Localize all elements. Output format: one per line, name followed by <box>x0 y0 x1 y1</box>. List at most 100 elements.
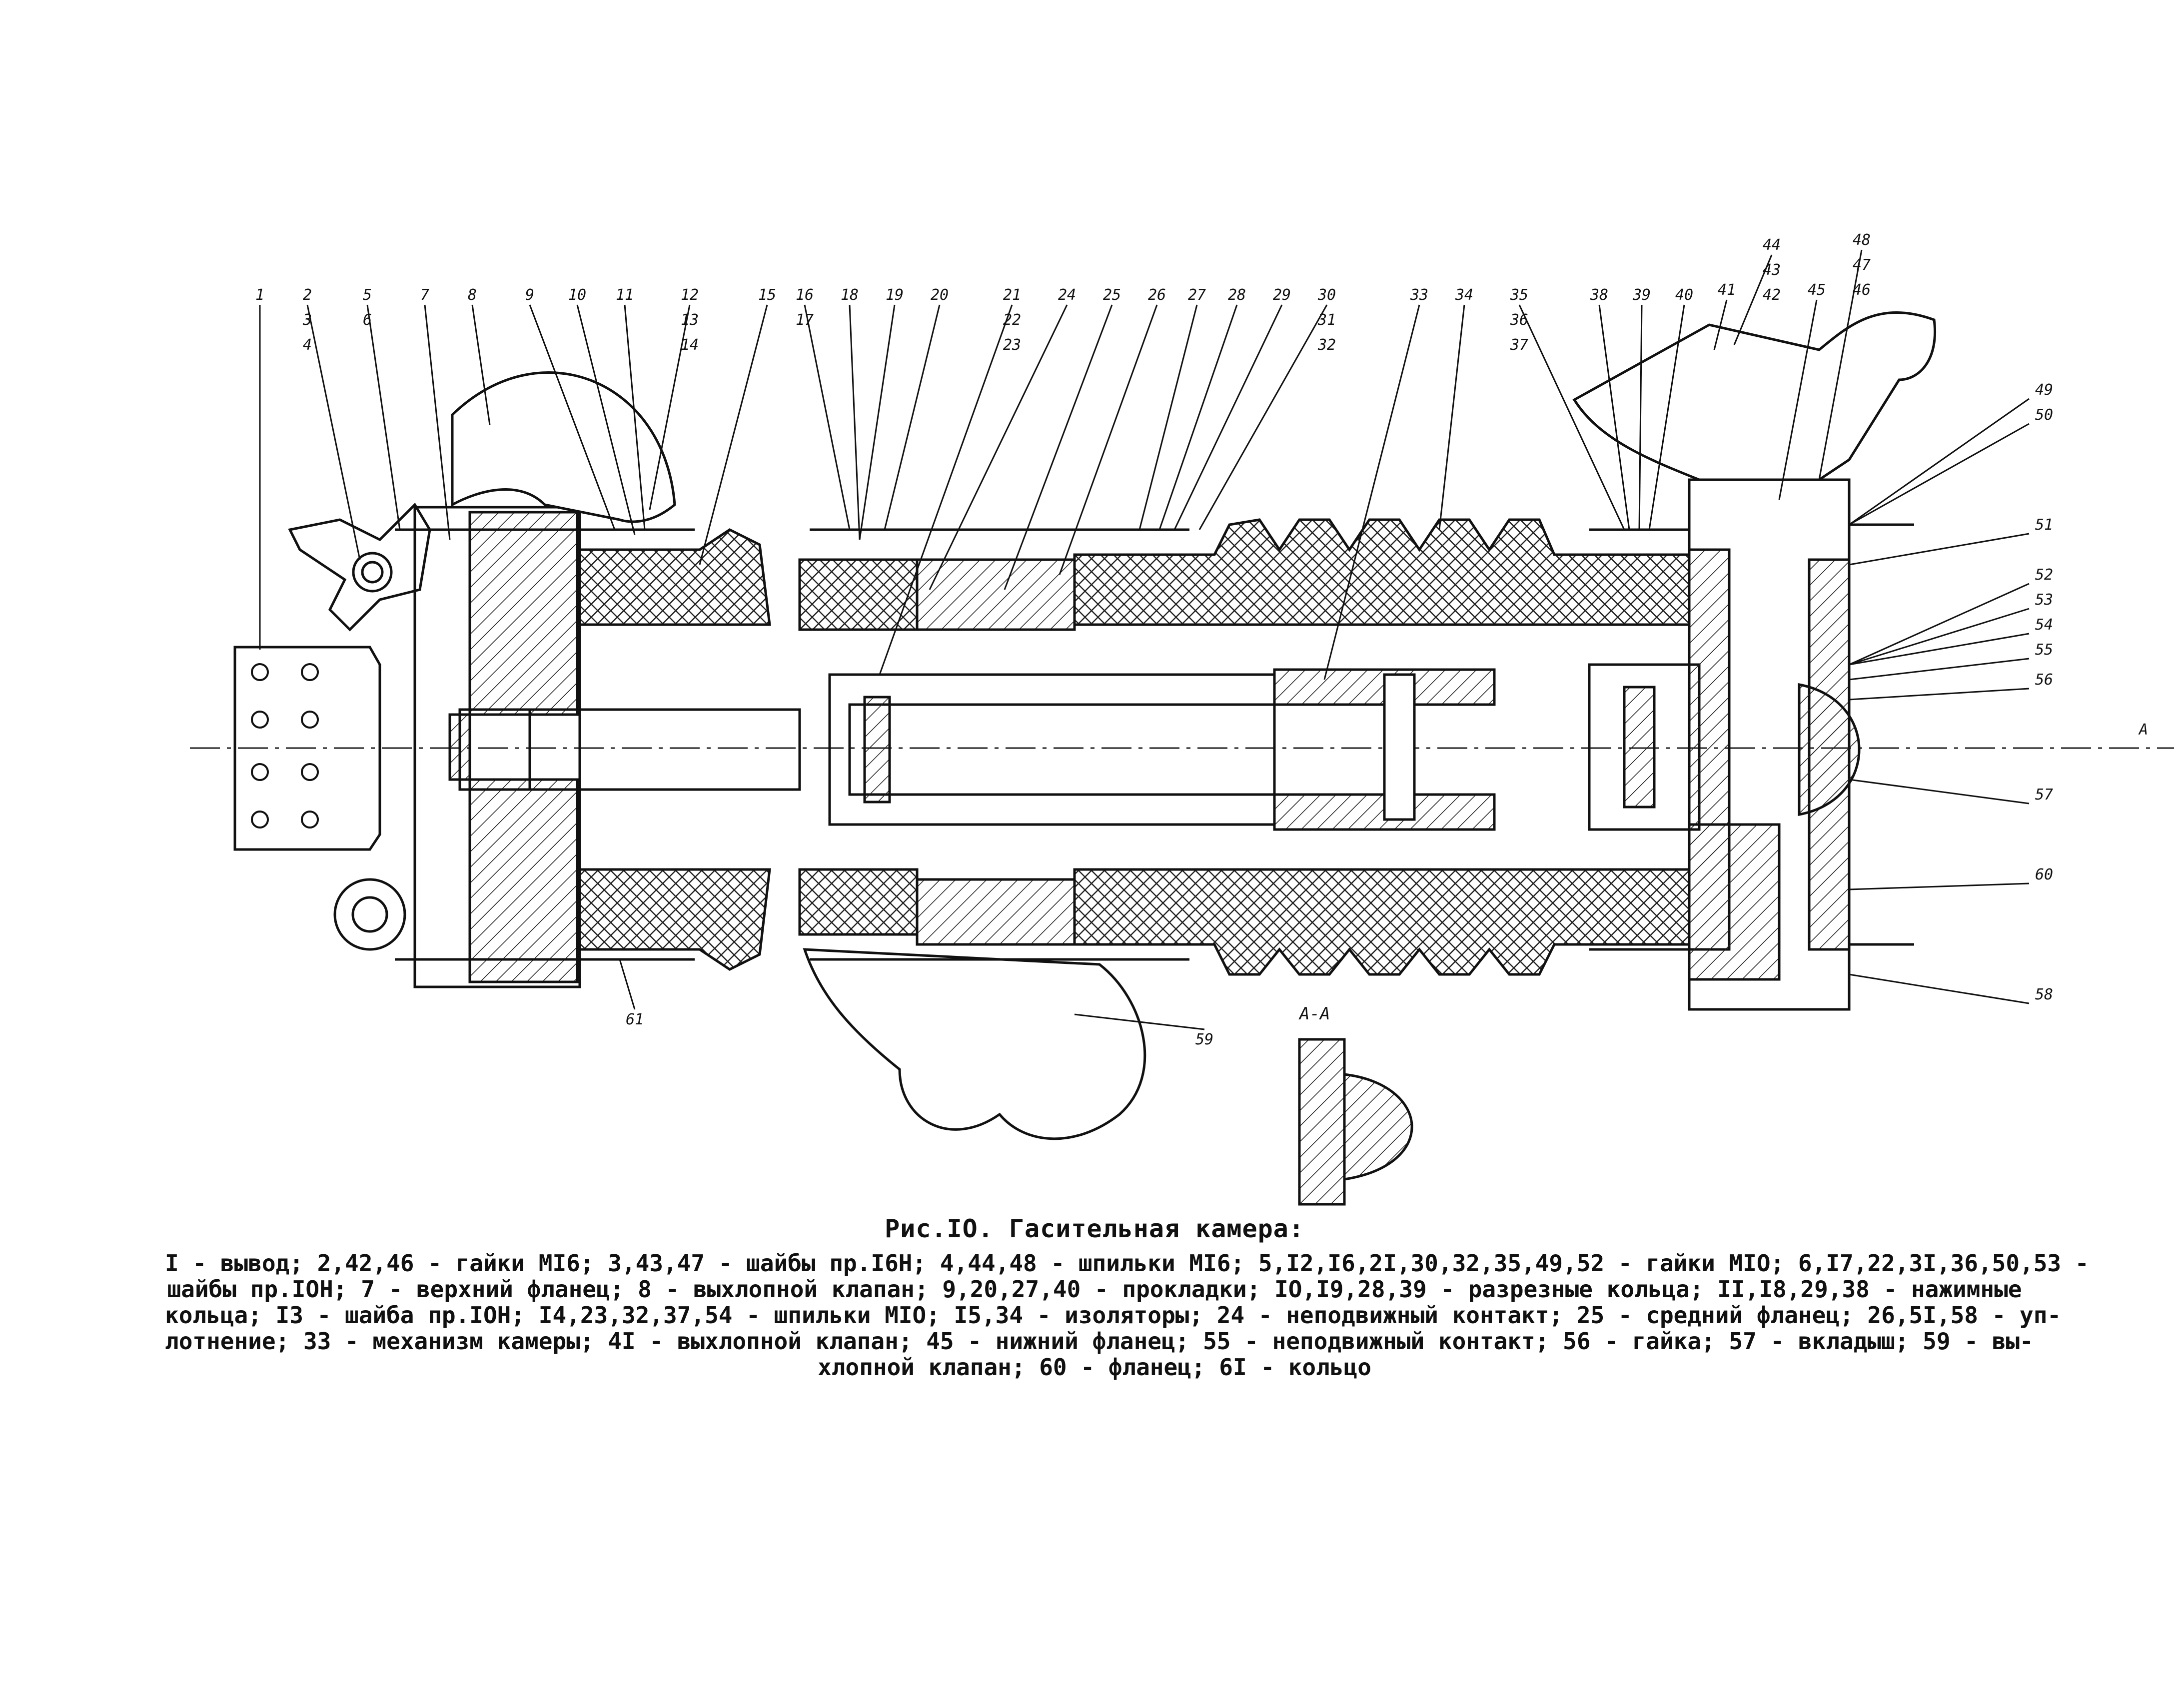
leader-51 <box>1849 533 2030 566</box>
callout-38: 38 <box>1590 286 1608 304</box>
callout-39: 39 <box>1632 286 1651 304</box>
leader-50 <box>1849 423 2030 526</box>
section-a-a <box>1298 1038 1413 1206</box>
callout-47: 47 <box>1853 256 1871 274</box>
callout-53: 53 <box>2035 591 2053 609</box>
callout-16: 16 <box>796 286 814 304</box>
leader-29 <box>1173 304 1283 530</box>
upper-flange <box>413 506 581 988</box>
leader-48 <box>1818 249 1863 480</box>
leader-27 <box>1138 304 1198 530</box>
leader-19 <box>859 304 896 540</box>
figure-caption: Рис.IO. Гасительная камера: I - вывод; 2… <box>165 1214 2089 1381</box>
leader-44 <box>1733 254 1773 345</box>
callout-24: 24 <box>1058 286 1076 304</box>
callout-2: 2 <box>303 286 312 304</box>
leader-5 <box>366 304 401 530</box>
callout-20: 20 <box>931 286 949 304</box>
leader-54 <box>1849 633 2030 666</box>
terminal-plate <box>233 646 381 851</box>
leader-25 <box>1004 304 1113 590</box>
moving-rod <box>458 673 1416 826</box>
callout-36: 36 <box>1510 311 1528 329</box>
callout-49: 49 <box>2035 381 2053 399</box>
leader-59 <box>1074 1013 1205 1030</box>
exhaust-valve-8 <box>451 371 676 523</box>
callout-13: 13 <box>681 311 699 329</box>
callout-18: 18 <box>841 286 859 304</box>
leader-34 <box>1438 304 1465 530</box>
leader-40 <box>1648 304 1685 530</box>
legend-line-1: I - вывод; 2,42,46 - гайки MI6; 3,43,47 … <box>165 1250 2089 1277</box>
callout-48: 48 <box>1853 231 1871 249</box>
leader-39 <box>1638 304 1643 530</box>
leader-28 <box>1158 304 1238 530</box>
leader-7 <box>424 304 451 540</box>
leader-41 <box>1713 299 1728 350</box>
callout-6: 6 <box>363 311 372 329</box>
callout-59: 59 <box>1195 1031 1213 1048</box>
leader-16 <box>804 304 851 530</box>
leader-58 <box>1849 973 2030 1004</box>
leader-33 <box>1323 304 1420 680</box>
figure-title: Рис.IO. Гасительная камера: <box>885 1214 1304 1243</box>
leader-60 <box>1849 882 2030 890</box>
insulator-34 <box>1073 518 1691 976</box>
mechanism-33 <box>1273 668 1496 831</box>
lower-flange-45 <box>1588 478 1861 1011</box>
lug-assembly <box>288 502 431 951</box>
callout-41: 41 <box>1718 281 1736 299</box>
leader-53 <box>1849 608 2030 666</box>
section-mark: А <box>2138 721 2148 739</box>
callout-19: 19 <box>886 286 904 304</box>
callout-51: 51 <box>2035 516 2053 534</box>
callout-10: 10 <box>568 286 586 304</box>
leader-24 <box>929 304 1068 590</box>
leader-55 <box>1849 658 2030 681</box>
exhaust-valve-59 <box>803 948 1146 1140</box>
callout-3: 3 <box>302 311 312 329</box>
callout-32: 32 <box>1317 336 1336 354</box>
callout-9: 9 <box>525 286 534 304</box>
legend-line-4: лотнение; 33 - механизм камеры; 4I - вых… <box>165 1328 2034 1355</box>
callout-61: 61 <box>626 1011 644 1028</box>
leader-18 <box>849 304 861 540</box>
leader-30 <box>1198 304 1328 530</box>
callout-23: 23 <box>1003 336 1021 354</box>
leader-10 <box>576 304 636 535</box>
callout-55: 55 <box>2035 641 2053 659</box>
callout-30: 30 <box>1317 286 1336 304</box>
leader-lines <box>259 249 2030 1030</box>
leader-2 <box>306 304 361 560</box>
insulator-middle <box>798 558 1076 946</box>
legend-line-2: шайбы пр.IOH; 7 - верхний фланец; 8 - вы… <box>167 1276 2022 1303</box>
callout-7: 7 <box>420 286 429 304</box>
leader-15 <box>699 304 768 565</box>
leader-11 <box>624 304 646 530</box>
leader-57 <box>1849 779 2030 805</box>
callout-57: 57 <box>2035 786 2053 804</box>
callout-25: 25 <box>1103 286 1121 304</box>
callout-26: 26 <box>1148 286 1166 304</box>
callout-52: 52 <box>2035 566 2053 584</box>
callout-33: 33 <box>1410 286 1428 304</box>
leader-52 <box>1849 583 2030 666</box>
callout-1: 1 <box>255 286 264 304</box>
legend-line-3: кольца; I3 - шайба пр.IOH; I4,23,32,37,5… <box>165 1302 2062 1329</box>
legend-line-5: хлопной клапан; 60 - фланец; 6I - кольцо <box>818 1354 1371 1381</box>
callout-43: 43 <box>1763 261 1781 279</box>
exhaust-valve-41 <box>1572 311 1936 481</box>
leader-21 <box>879 304 1013 675</box>
callout-37: 37 <box>1510 336 1528 354</box>
callout-28: 28 <box>1228 286 1246 304</box>
insulator-15 <box>578 528 771 971</box>
leader-20 <box>884 304 941 530</box>
callout-35: 35 <box>1510 286 1528 304</box>
callout-56: 56 <box>2035 671 2053 689</box>
callout-31: 31 <box>1317 311 1336 329</box>
callout-44: 44 <box>1763 236 1781 254</box>
leader-49 <box>1849 398 2030 526</box>
callout-60: 60 <box>2035 866 2053 883</box>
